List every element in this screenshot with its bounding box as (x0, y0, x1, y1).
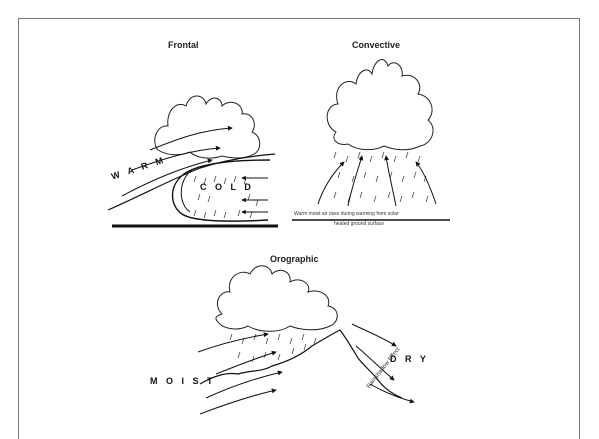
convective-title: Convective (352, 40, 400, 50)
convective-caption-line1: Warm moist air rises during warming from… (294, 211, 399, 217)
orographic-panel (198, 266, 414, 414)
orographic-moist-arrow (198, 334, 268, 352)
orographic-title: Orographic (270, 254, 319, 264)
frontal-title: Frontal (168, 40, 199, 50)
convective-panel (292, 60, 450, 220)
convective-caption-line2: heated ground surface (334, 221, 384, 227)
convective-updraft-arrow (386, 156, 396, 206)
convective-updraft-arrow (318, 162, 344, 204)
orographic-moist-arrow (216, 352, 276, 374)
convective-updraft-arrow (416, 162, 436, 204)
convective-cloud (327, 60, 433, 150)
convective-updraft-arrow (348, 156, 362, 206)
orographic-moist-arrow (200, 390, 276, 414)
frontal-cloud (155, 96, 260, 158)
orographic-cloud (216, 266, 337, 332)
moist-label: M O I S T (150, 376, 216, 386)
frontal-panel (108, 96, 278, 226)
orographic-dry-arrow (352, 324, 396, 346)
convective-rain (334, 152, 428, 202)
cold-label: C O L D (200, 182, 254, 192)
orographic-rain (230, 334, 316, 362)
